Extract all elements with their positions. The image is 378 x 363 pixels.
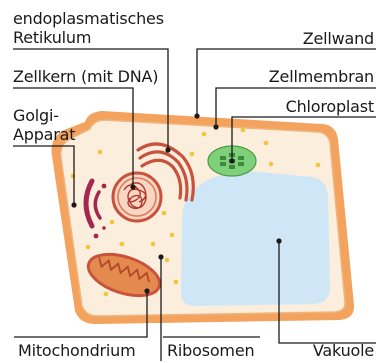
label-er-line1: endoplasmatisches bbox=[13, 9, 164, 28]
label-zellwand: Zellwand bbox=[303, 29, 374, 48]
label-chloroplast: Chloroplast bbox=[286, 97, 374, 116]
label-er-line2: Retikulum bbox=[13, 28, 91, 47]
label-vakuole: Vakuole bbox=[313, 341, 374, 360]
label-zellmembran: Zellmembran bbox=[269, 67, 374, 86]
label-ribosomen: Ribosomen bbox=[167, 341, 254, 360]
nucleus bbox=[113, 173, 161, 221]
label-mitochondrium: Mitochondrium bbox=[18, 341, 136, 360]
label-zellkern: Zellkern (mit DNA) bbox=[13, 67, 158, 86]
vacuole bbox=[181, 172, 330, 306]
label-golgi-line2: Apparat bbox=[13, 125, 75, 144]
label-golgi-line1: Golgi- bbox=[13, 106, 59, 125]
